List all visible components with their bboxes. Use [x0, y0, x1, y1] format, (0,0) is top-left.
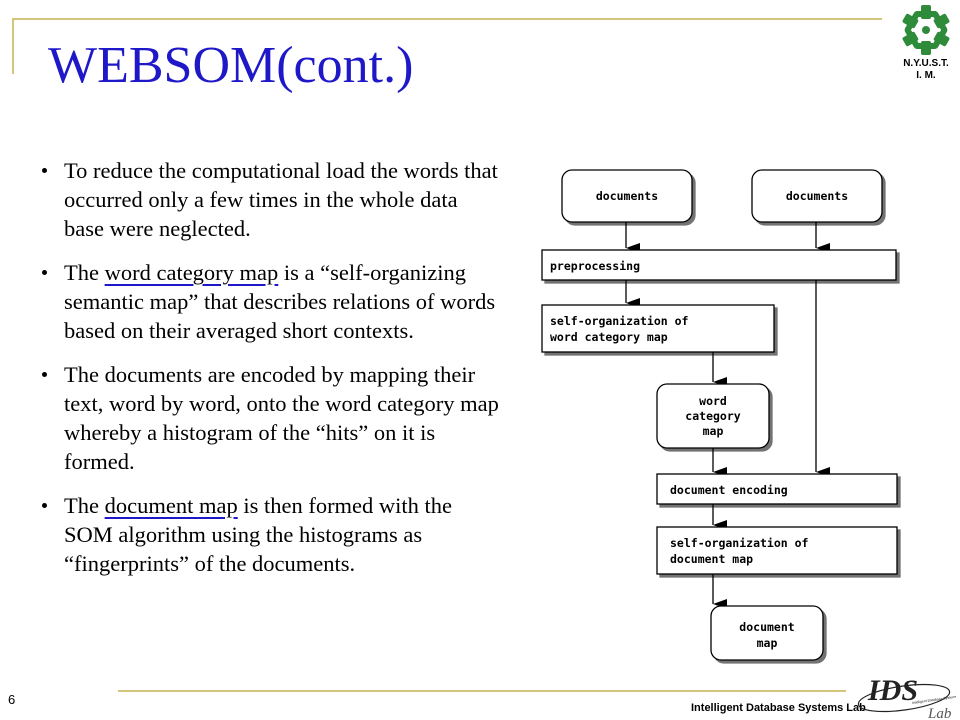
label-word-category-map-line1: word [699, 394, 727, 408]
label-document-encoding: document encoding [670, 483, 788, 497]
slide-title: WEBSOM(cont.) [48, 37, 414, 94]
bullet-text: The documents are encoded by mapping the… [64, 362, 499, 474]
label-document-map-line1: document [739, 620, 794, 634]
ids-lab-logo-icon: IDS Intelligent Database Systems Lab [857, 674, 956, 720]
bullet-text: The word category map is a “self-organiz… [64, 258, 500, 345]
bullet-item: The word category map is a “self-organiz… [40, 258, 500, 345]
frame-line-bottom [118, 690, 846, 692]
label-self-org-word-line1: self-organization of [550, 314, 689, 328]
node-preprocessing [541, 249, 897, 281]
bullet-dot-icon [42, 503, 47, 508]
label-word-category-map-line3: map [703, 424, 724, 438]
page-number: 6 [8, 692, 16, 707]
term-document-map: document map [104, 493, 238, 518]
bullet-dot-icon [42, 270, 47, 275]
websom-flow-diagram: documents documents preprocessing self-o… [541, 169, 898, 661]
bullet-text: To reduce the computational load the wor… [64, 158, 498, 241]
node-self-org-word [541, 304, 775, 353]
label-word-category-map-line2: category [685, 409, 740, 423]
node-self-org-doc [656, 526, 898, 575]
node-document-map [710, 605, 824, 661]
node-documents-left [561, 169, 693, 223]
term-word-category-map: word category map [104, 260, 279, 285]
logo-line1: N.Y.U.S.T. [903, 58, 949, 69]
bullet-text-before: The [64, 493, 105, 518]
logo-letters: IDS [867, 674, 918, 707]
bullet-text-after: is then formed with the SOM algorithm us… [64, 493, 453, 576]
logo-line2: I. M. [916, 70, 936, 81]
node-document-encoding [656, 473, 898, 505]
label-self-org-doc-line2: document map [670, 552, 753, 566]
bullet-text: The document map is then formed with the… [64, 491, 500, 578]
nyust-emblem-icon [902, 5, 950, 55]
university-logo: N.Y.U.S.T. I. M. [894, 2, 958, 82]
label-documents-left: documents [596, 189, 658, 203]
bullet-list: To reduce the computational load the wor… [40, 156, 500, 593]
bullet-item: To reduce the computational load the wor… [40, 156, 500, 243]
bullet-item: The documents are encoded by mapping the… [40, 360, 500, 476]
label-self-org-word-line2: word category map [550, 330, 668, 344]
logo-ellipse [857, 683, 951, 713]
label-preprocessing: preprocessing [550, 259, 640, 273]
label-self-org-doc-line1: self-organization of [670, 536, 809, 550]
frame-line-top [12, 18, 882, 20]
label-document-map-line2: map [757, 636, 778, 650]
bullet-text-after: is a “self-organizing semantic map” that… [64, 260, 496, 343]
logo-subtext: Lab [927, 706, 952, 720]
footer-lab-name: Intelligent Database Systems Lab [691, 702, 866, 714]
bullet-text-before: The [64, 260, 105, 285]
node-word-category-map [656, 383, 770, 449]
bullet-dot-icon [42, 168, 47, 173]
logo-tagline: Intelligent Database Systems [912, 695, 956, 705]
node-documents-right [751, 169, 883, 223]
bullet-dot-icon [42, 372, 47, 377]
label-documents-right: documents [786, 189, 848, 203]
frame-line-left [12, 18, 14, 74]
bullet-item: The document map is then formed with the… [40, 491, 500, 578]
